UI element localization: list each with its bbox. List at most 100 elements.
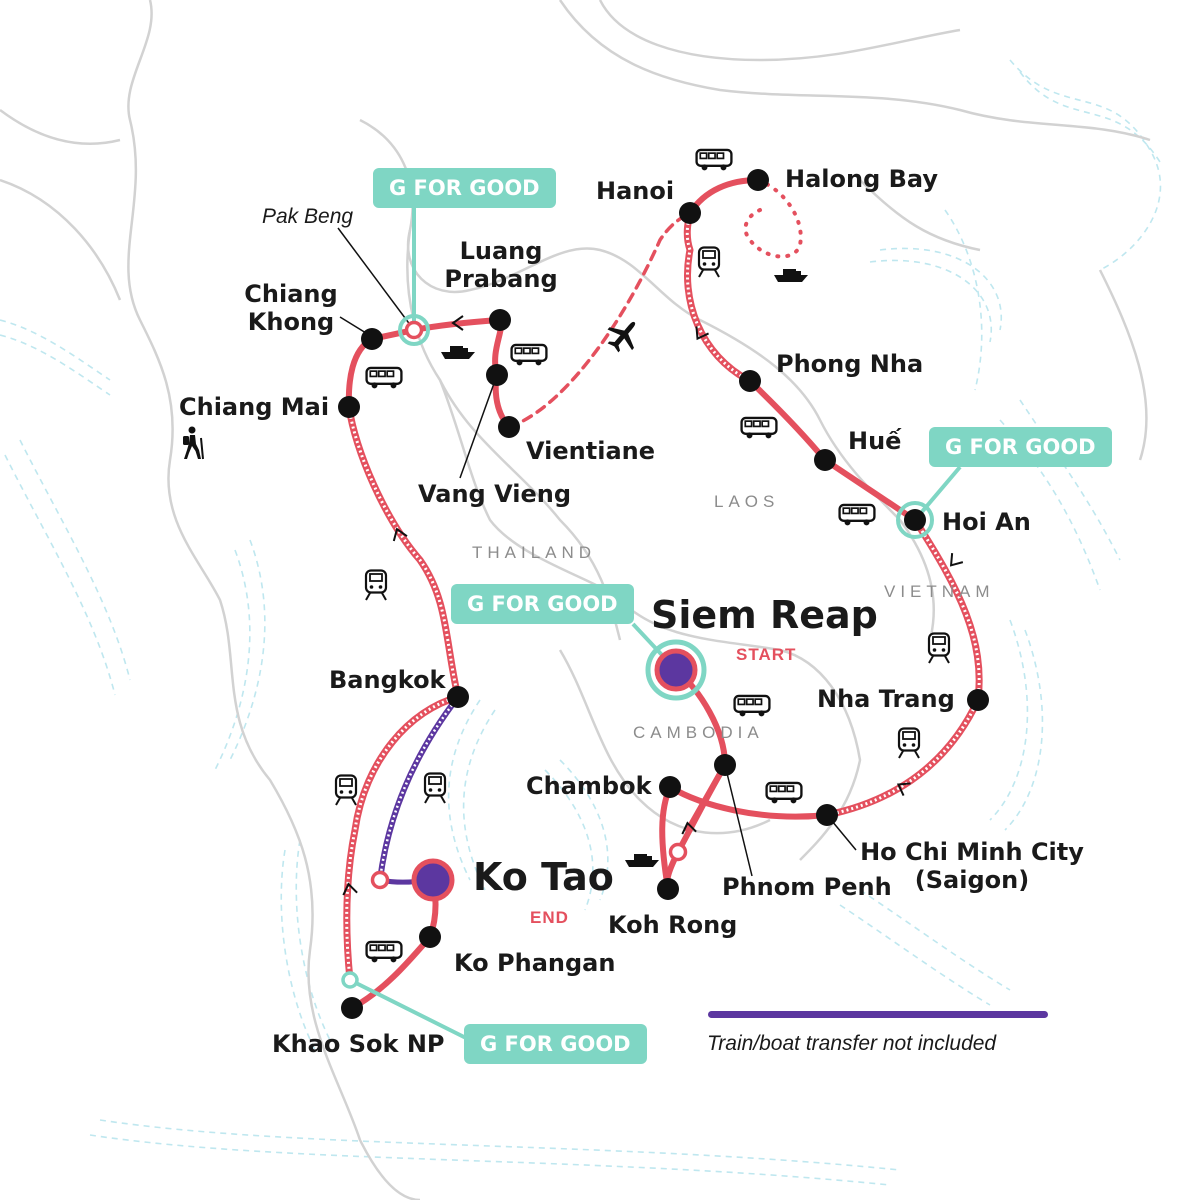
coastline-hatching (0, 59, 1162, 1186)
arrow-luang-prabang-leg (451, 315, 464, 331)
route-phong-nha-to-hanoi (683, 209, 754, 385)
stop-label-chiang-khong: Chiang Khong (244, 280, 338, 336)
stop-marker-khao-sok (341, 997, 363, 1019)
connector-pak-beng (337, 227, 415, 331)
stop-label-vientiane: Vientiane (526, 437, 655, 465)
route-phnom-penh-to-chambok (685, 762, 728, 833)
start-label-siem-reap: Siem Reap (651, 593, 878, 637)
g-for-good-badge-siem-reap: G FOR GOOD (451, 584, 634, 624)
stop-label-chambok: Chambok (526, 772, 652, 800)
train-icon (697, 246, 721, 278)
stop-marker-chiang-mai (338, 396, 360, 418)
stop-label-bangkok: Bangkok (329, 666, 446, 694)
route-vientiane-to-hanoi-flight (507, 211, 692, 429)
connector-phnom-penh (724, 764, 753, 877)
route-luang-prabang-to-chiang-khong (369, 317, 503, 342)
stop-label-pak-beng: Pak Beng (262, 205, 354, 228)
legend-transfer-line (708, 1011, 1048, 1018)
boat-icon (441, 346, 475, 359)
stop-label-halong-bay: Halong Bay (785, 165, 939, 193)
end-marker-ko-tao (411, 858, 455, 902)
stop-marker-koh-rong (657, 878, 679, 900)
stop-markers (338, 169, 989, 1019)
stop-marker-chiang-khong (361, 328, 383, 350)
arrow-phong-nha-leg (695, 326, 709, 341)
stop-marker-hanoi (679, 202, 701, 224)
stop-label-ho-chi-minh-city: Ho Chi Minh City (Saigon) (860, 838, 1084, 894)
stop-marker-hoi-an (904, 509, 926, 531)
direction-arrows (342, 315, 964, 896)
gfg-ring-hoi-an (896, 501, 934, 539)
country-label-laos: LAOS (714, 492, 780, 511)
connector-chiang-khong (339, 316, 367, 334)
bus-icon (695, 148, 733, 172)
end-tag: END (530, 908, 569, 927)
stop-marker-bangkok (447, 686, 469, 708)
start-tag: START (736, 645, 797, 664)
stop-label-khao-sok: Khao Sok NP (272, 1030, 445, 1058)
g-for-good-badge-pak-beng: G FOR GOOD (373, 168, 556, 208)
bus-icon (365, 940, 403, 964)
arrow-khao-sok-leg (342, 882, 358, 896)
stop-marker-halong-bay (747, 169, 769, 191)
country-label-thailand: THAILAND (472, 543, 597, 562)
stop-label-chiang-mai: Chiang Mai (179, 393, 330, 421)
route-ho-chi-minh-to-nha-trang (823, 696, 982, 819)
stop-label-hoi-an: Hoi An (942, 508, 1031, 536)
stop-marker-phnom-penh (714, 754, 736, 776)
train-icon (423, 772, 447, 804)
route-halong-bay-cruise (743, 178, 803, 259)
start-marker-siem-reap (654, 648, 698, 692)
boat-icon (625, 854, 659, 867)
stop-label-hanoi: Hanoi (596, 177, 675, 205)
stop-label-luang-prabang: Luang Prabang (444, 237, 558, 293)
stop-marker-nha-trang (967, 689, 989, 711)
train-icon (364, 569, 388, 601)
arrow-chiang-mai-leg (392, 527, 408, 542)
legend-transfer-text: Train/boat transfer not included (707, 1032, 997, 1055)
stop-marker-ko-phangan (419, 926, 441, 948)
stop-label-ko-phangan: Ko Phangan (454, 949, 616, 977)
g-for-good-badge-khao-sok: G FOR GOOD (464, 1024, 647, 1064)
connector-vang-vieng (459, 374, 498, 479)
via-marker-koh-rong-port (668, 842, 688, 862)
route-nha-trang-to-hoi-an (911, 516, 983, 704)
stop-marker-phong-nha (739, 370, 761, 392)
gfg-connector-khao-sok (349, 978, 471, 1042)
stop-label-phong-nha: Phong Nha (776, 350, 924, 378)
arrow-saigon-leg (896, 782, 911, 796)
hiker-icon (182, 426, 204, 460)
train-icon (334, 774, 358, 806)
g-for-good-badge-hoi-an: G FOR GOOD (929, 427, 1112, 467)
train-icon (927, 632, 951, 664)
stop-label-hue: Huế (848, 427, 902, 455)
stop-label-vang-vieng: Vang Vieng (418, 480, 571, 508)
arrow-phnom-penh-leg (681, 821, 697, 835)
stop-marker-chambok (659, 776, 681, 798)
stop-label-nha-trang: Nha Trang (817, 685, 955, 713)
gfg-marker-khao-sok (341, 971, 359, 989)
stop-marker-vientiane (498, 416, 520, 438)
label-connectors (337, 208, 962, 1042)
stop-marker-luang-prabang (489, 309, 511, 331)
gfg-connector-hoi-an (913, 465, 962, 522)
route-hanoi-to-halong (687, 177, 761, 216)
route-bangkok-to-khao-sok (343, 693, 462, 984)
route-chambok-to-ho-chi-minh (667, 784, 830, 820)
stop-marker-vang-vieng (486, 364, 508, 386)
train-icon (897, 727, 921, 759)
stop-label-phnom-penh: Phnom Penh (722, 873, 892, 901)
gfg-ring-pak-beng (398, 314, 430, 346)
route-bangkok-to-chumphon-transfer (377, 694, 461, 883)
arrow-hoi-an-leg (949, 553, 964, 567)
route-chiang-mai-to-bangkok (345, 403, 462, 701)
country-label-vietnam: VIETNAM (884, 582, 995, 601)
boat-icon (774, 269, 808, 282)
country-label-cambodia: CAMBODIA (633, 723, 764, 742)
stop-marker-pak-beng (404, 320, 424, 340)
bus-icon (733, 694, 771, 718)
bus-icon (838, 503, 876, 527)
stop-label-koh-rong: Koh Rong (608, 911, 738, 939)
